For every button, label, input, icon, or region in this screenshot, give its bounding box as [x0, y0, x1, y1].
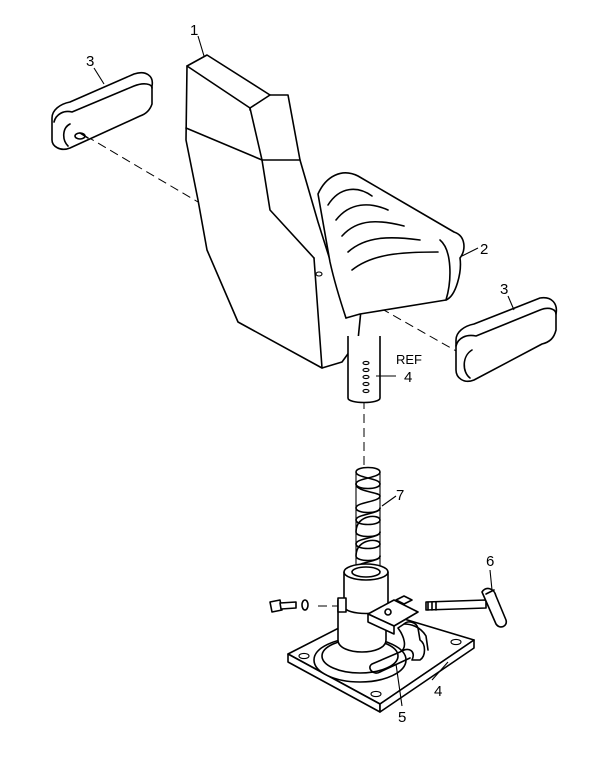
- callout-3-armrest-left: 3: [86, 53, 94, 70]
- lock-bracket: [367, 595, 419, 635]
- callout-5-handle: 5: [398, 709, 406, 726]
- bolt-hardware: [269, 597, 347, 613]
- callout-6-lock-pin: 6: [486, 553, 494, 570]
- assembly-dash-lines: [85, 135, 459, 607]
- lock-pin: [425, 587, 508, 628]
- leader-lines: [93, 35, 515, 707]
- seat-shell: [185, 54, 363, 369]
- callout-ref-label: REF: [396, 352, 422, 367]
- callout-3-armrest-right: 3: [500, 281, 508, 298]
- compression-spring: [355, 466, 381, 572]
- callout-2-seat-cushion: 2: [480, 241, 488, 258]
- release-handle: [369, 621, 429, 674]
- callout-ref-4: 4: [404, 369, 412, 386]
- base-plate: [287, 609, 475, 713]
- seat-post: [347, 336, 381, 404]
- callouts: 1 3 2 3 REF 4 7 6 4 5: [86, 22, 508, 726]
- callout-7-spring: 7: [396, 487, 404, 504]
- armrest-right: [455, 296, 558, 383]
- callout-1-seat: 1: [190, 22, 198, 39]
- callout-4-base-plate: 4: [434, 683, 442, 700]
- armrest-left: [51, 71, 154, 151]
- seat-cushion: [317, 172, 465, 319]
